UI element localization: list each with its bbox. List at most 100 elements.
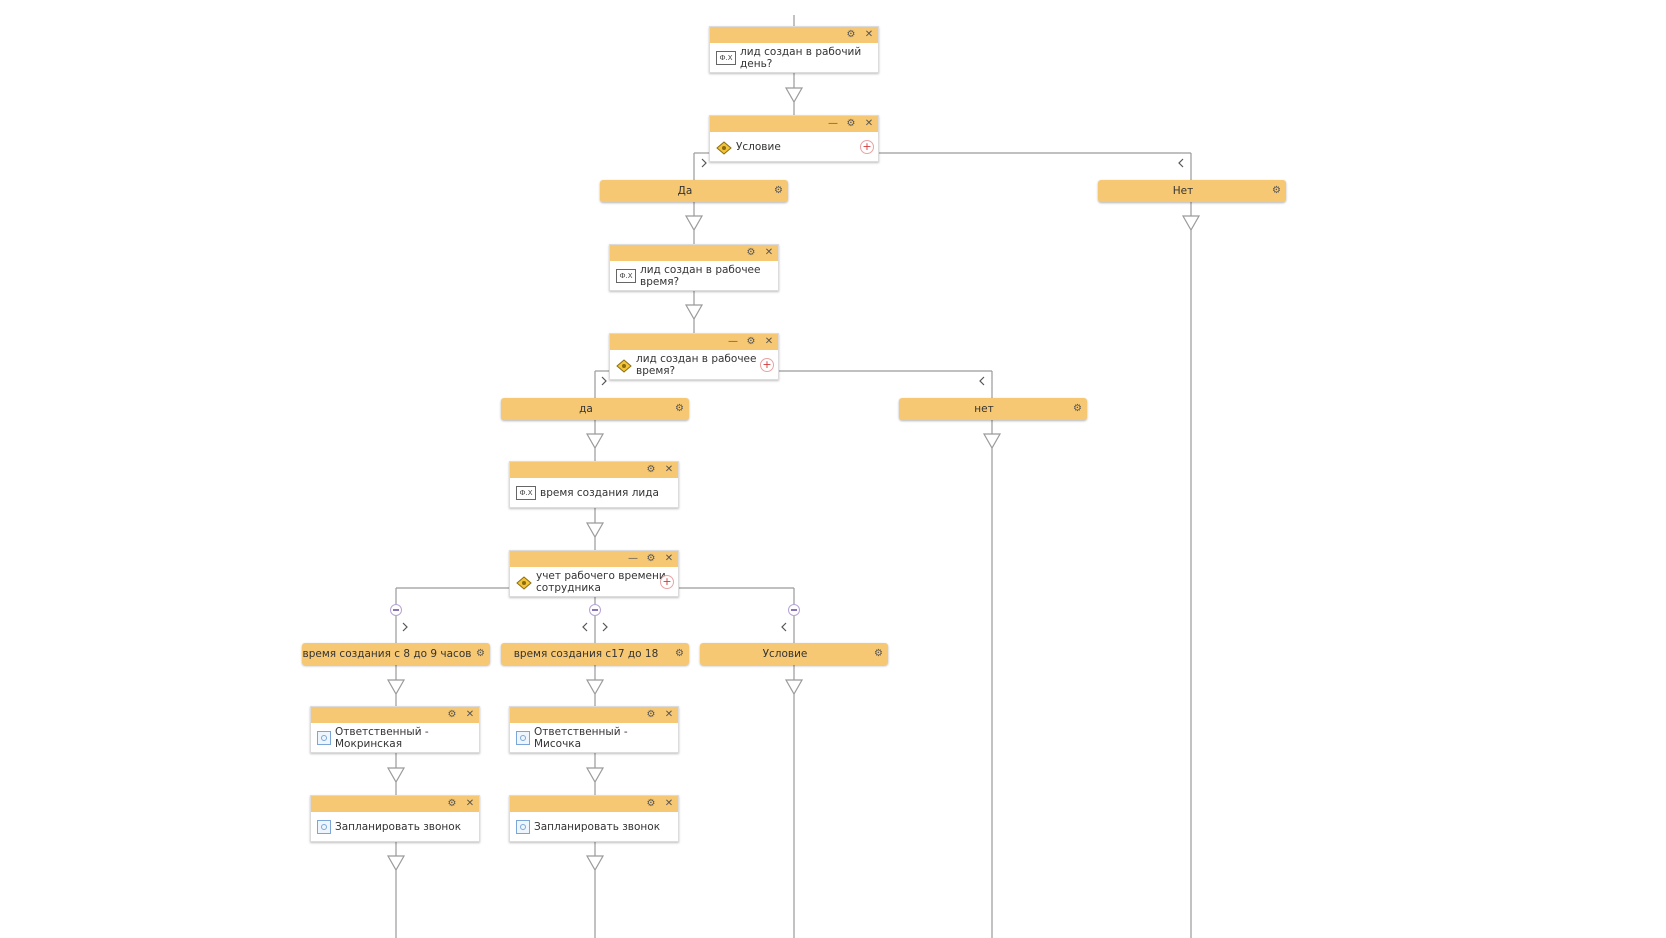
block-header: — ⚙ ✕: [510, 551, 678, 567]
branch-label: Нет: [1172, 185, 1194, 197]
block-label: Ответственный - Мокринская: [335, 725, 429, 750]
chevron-right-icon: [601, 376, 607, 386]
flow-arrow-icon: [684, 215, 704, 232]
close-icon[interactable]: ✕: [864, 29, 874, 40]
chevron-left-icon: [979, 376, 985, 386]
gear-icon[interactable]: ⚙: [746, 247, 756, 258]
condition-block-worktime[interactable]: — ⚙ ✕ лид создан в рабочее время? +: [609, 333, 779, 380]
gear-icon[interactable]: ⚙: [1073, 403, 1082, 414]
action-icon: [516, 819, 530, 834]
close-icon[interactable]: ✕: [864, 118, 874, 129]
action-icon: [317, 819, 331, 834]
branch-label: время создания с 8 до 9 часов: [302, 648, 472, 660]
block-header: — ⚙ ✕: [610, 334, 778, 350]
close-icon[interactable]: ✕: [664, 553, 674, 564]
gear-icon[interactable]: ⚙: [476, 648, 485, 659]
remove-branch-icon[interactable]: [589, 604, 601, 616]
form-icon: Ф.Х: [616, 268, 636, 283]
branch-label: Условие: [762, 648, 808, 660]
close-icon[interactable]: ✕: [664, 798, 674, 809]
gear-icon[interactable]: ⚙: [646, 464, 656, 475]
branch-8-to-9[interactable]: время создания с 8 до 9 часов ⚙: [302, 643, 490, 665]
condition-icon: [516, 575, 532, 590]
gear-icon[interactable]: ⚙: [675, 403, 684, 414]
flow-arrow-icon: [585, 522, 605, 539]
block-header: ⚙ ✕: [311, 796, 479, 812]
action-icon: [317, 730, 331, 745]
flow-arrow-icon: [386, 855, 406, 872]
gear-icon[interactable]: ⚙: [447, 709, 457, 720]
flow-arrow-icon: [585, 433, 605, 450]
block-label: Запланировать звонок: [534, 820, 661, 833]
action-icon: [516, 730, 530, 745]
block-label: лид создан в рабочее время?: [640, 263, 761, 288]
branch-condition[interactable]: Условие ⚙: [700, 643, 888, 665]
minimize-icon[interactable]: —: [628, 553, 638, 564]
block-header: ⚙ ✕: [510, 707, 678, 723]
gear-icon[interactable]: ⚙: [746, 336, 756, 347]
gear-icon[interactable]: ⚙: [846, 118, 856, 129]
block-header: — ⚙ ✕: [710, 116, 878, 132]
remove-branch-icon[interactable]: [788, 604, 800, 616]
block-schedule-call-2[interactable]: ⚙ ✕ Запланировать звонок: [509, 795, 679, 842]
flow-arrow-icon: [386, 679, 406, 696]
flow-arrow-icon: [1181, 215, 1201, 232]
close-icon[interactable]: ✕: [664, 709, 674, 720]
gear-icon[interactable]: ⚙: [646, 553, 656, 564]
block-lead-workday[interactable]: ⚙ ✕ Ф.Х лид создан в рабочий день?: [709, 26, 879, 73]
flow-arrow-icon: [684, 304, 704, 321]
add-branch-icon[interactable]: +: [860, 139, 874, 154]
branch-no-1[interactable]: Нет ⚙: [1098, 180, 1286, 202]
flow-arrow-icon: [982, 433, 1002, 450]
block-header: ⚙ ✕: [510, 462, 678, 478]
close-icon[interactable]: ✕: [664, 464, 674, 475]
close-icon[interactable]: ✕: [764, 247, 774, 258]
block-label: Запланировать звонок: [335, 820, 462, 833]
gear-icon[interactable]: ⚙: [1272, 185, 1281, 196]
add-branch-icon[interactable]: +: [660, 574, 674, 589]
remove-branch-icon[interactable]: [390, 604, 402, 616]
branch-no-2[interactable]: нет ⚙: [899, 398, 1087, 420]
block-header: ⚙ ✕: [311, 707, 479, 723]
chevron-left-icon: [781, 622, 787, 632]
gear-icon[interactable]: ⚙: [646, 709, 656, 720]
flow-arrow-icon: [585, 767, 605, 784]
condition-block-employee[interactable]: — ⚙ ✕ учет рабочего времени сотрудника +: [509, 550, 679, 597]
block-label: учет рабочего времени сотрудника: [536, 569, 666, 594]
chevron-right-icon: [701, 158, 707, 168]
block-label: Ответственный - Мисочка: [534, 725, 628, 750]
close-icon[interactable]: ✕: [465, 798, 475, 809]
block-assign-mokrinskaya[interactable]: ⚙ ✕ Ответственный - Мокринская: [310, 706, 480, 753]
block-lead-worktime[interactable]: ⚙ ✕ Ф.Х лид создан в рабочее время?: [609, 244, 779, 291]
block-lead-time[interactable]: ⚙ ✕ Ф.Х время создания лида: [509, 461, 679, 508]
block-label: лид создан в рабочий день?: [740, 45, 862, 70]
minimize-icon[interactable]: —: [728, 336, 738, 347]
branch-17-to-18[interactable]: время создания с17 до 18 ⚙: [501, 643, 689, 665]
gear-icon[interactable]: ⚙: [846, 29, 856, 40]
block-schedule-call-1[interactable]: ⚙ ✕ Запланировать звонок: [310, 795, 480, 842]
close-icon[interactable]: ✕: [764, 336, 774, 347]
gear-icon[interactable]: ⚙: [675, 648, 684, 659]
block-label: Условие: [736, 140, 781, 153]
gear-icon[interactable]: ⚙: [646, 798, 656, 809]
gear-icon[interactable]: ⚙: [774, 185, 783, 196]
block-header: ⚙ ✕: [610, 245, 778, 261]
branch-yes-1[interactable]: Да ⚙: [600, 180, 788, 202]
form-icon: Ф.Х: [716, 50, 736, 65]
flow-arrow-icon: [585, 855, 605, 872]
gear-icon[interactable]: ⚙: [447, 798, 457, 809]
block-header: ⚙ ✕: [710, 27, 878, 43]
condition-icon: [716, 140, 732, 155]
add-branch-icon[interactable]: +: [760, 357, 774, 372]
minimize-icon[interactable]: —: [828, 118, 838, 129]
branch-yes-2[interactable]: да ⚙: [501, 398, 689, 420]
gear-icon[interactable]: ⚙: [874, 648, 883, 659]
chevron-right-icon: [602, 622, 608, 632]
block-label: лид создан в рабочее время?: [636, 352, 757, 377]
block-header: ⚙ ✕: [510, 796, 678, 812]
branch-label: нет: [974, 403, 994, 415]
block-assign-misochka[interactable]: ⚙ ✕ Ответственный - Мисочка: [509, 706, 679, 753]
condition-block-main[interactable]: — ⚙ ✕ Условие +: [709, 115, 879, 162]
close-icon[interactable]: ✕: [465, 709, 475, 720]
